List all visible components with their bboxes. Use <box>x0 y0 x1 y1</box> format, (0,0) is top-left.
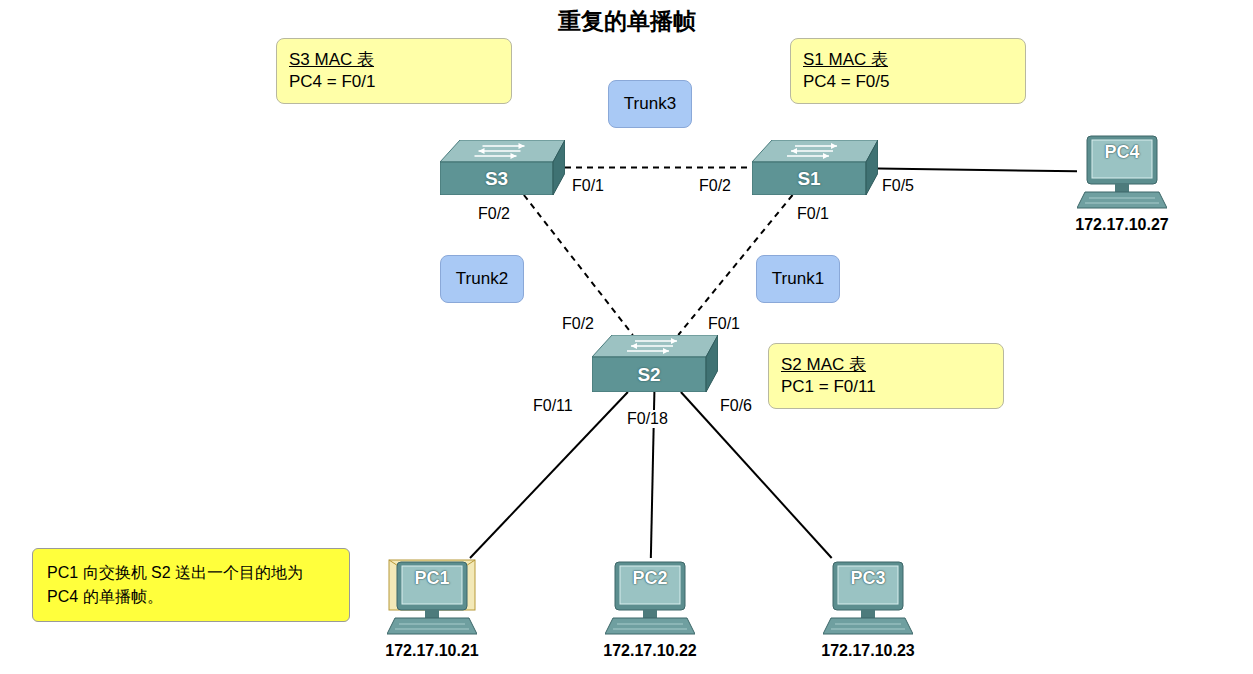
host-name: PC3 <box>837 568 899 589</box>
label-text: PC1 向交换机 S2 送出一个目的地为 PC4 的单播帧。 <box>47 561 335 609</box>
port-label: F0/2 <box>697 177 733 195</box>
port-label: F0/1 <box>570 177 606 195</box>
trunk-link <box>565 167 752 169</box>
switch-icon: S3 <box>440 140 565 195</box>
host-name: PC2 <box>619 568 681 589</box>
table-entry: PC1 = F0/11 <box>781 376 991 398</box>
label-text: Trunk1 <box>772 269 824 289</box>
trunk-label: Trunk2 <box>440 255 524 303</box>
port-label: F0/2 <box>560 315 596 333</box>
port-label: F0/5 <box>880 177 916 195</box>
switch-icon: S2 <box>592 335 718 392</box>
trunk-label: Trunk1 <box>756 255 840 303</box>
ip-address: 172.17.10.27 <box>1052 216 1192 234</box>
port-label: F0/1 <box>795 205 831 223</box>
host-name: PC4 <box>1091 142 1153 163</box>
switch-name: S1 <box>752 162 866 195</box>
pc-icon: PC2 172.17.10.22 <box>580 558 720 664</box>
port-label: F0/11 <box>531 397 575 415</box>
switch-icon: S1 <box>752 140 878 195</box>
table-heading: S2 MAC 表 <box>781 354 991 376</box>
ip-address: 172.17.10.21 <box>362 642 502 660</box>
callout-note: PC1 向交换机 S2 送出一个目的地为 PC4 的单播帧。 <box>32 548 350 622</box>
mac-table-note: S2 MAC 表PC1 = F0/11 <box>768 343 1004 409</box>
table-entry: PC4 = F0/5 <box>803 71 1013 93</box>
access-link <box>681 392 832 558</box>
pc-icon: PC4 172.17.10.27 <box>1052 132 1192 238</box>
host-name: PC1 <box>401 568 463 589</box>
switch-name: S2 <box>592 357 706 392</box>
label-text: Trunk3 <box>624 94 676 114</box>
switch-name: S3 <box>440 162 553 195</box>
table-heading: S1 MAC 表 <box>803 49 1013 71</box>
trunk-label: Trunk3 <box>608 80 692 128</box>
table-heading: S3 MAC 表 <box>289 49 499 71</box>
mac-table-note: S1 MAC 表PC4 = F0/5 <box>790 38 1026 104</box>
pc-icon: PC1 172.17.10.21 <box>362 558 502 664</box>
trunk-link <box>524 195 633 335</box>
ip-address: 172.17.10.23 <box>798 642 938 660</box>
port-label: F0/1 <box>706 315 742 333</box>
title: 重复的单播帧 <box>0 6 1253 37</box>
port-label: F0/2 <box>476 205 512 223</box>
table-entry: PC4 = F0/1 <box>289 71 499 93</box>
port-label: F0/6 <box>718 397 754 415</box>
access-link <box>878 168 1077 171</box>
mac-table-note: S3 MAC 表PC4 = F0/1 <box>276 38 512 104</box>
ip-address: 172.17.10.22 <box>580 642 720 660</box>
pc-icon: PC3 172.17.10.23 <box>798 558 938 664</box>
access-link <box>470 392 628 558</box>
port-label: F0/18 <box>625 410 670 428</box>
label-text: Trunk2 <box>456 269 508 289</box>
